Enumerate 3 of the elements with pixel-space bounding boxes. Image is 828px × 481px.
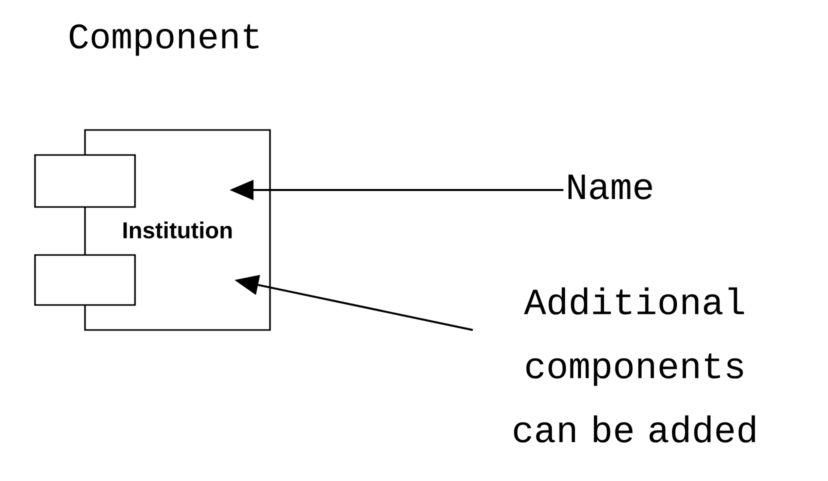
title: Component [70, 24, 258, 56]
callout-text: Additional components can be added [514, 287, 756, 443]
callout-text: Name [568, 174, 652, 200]
